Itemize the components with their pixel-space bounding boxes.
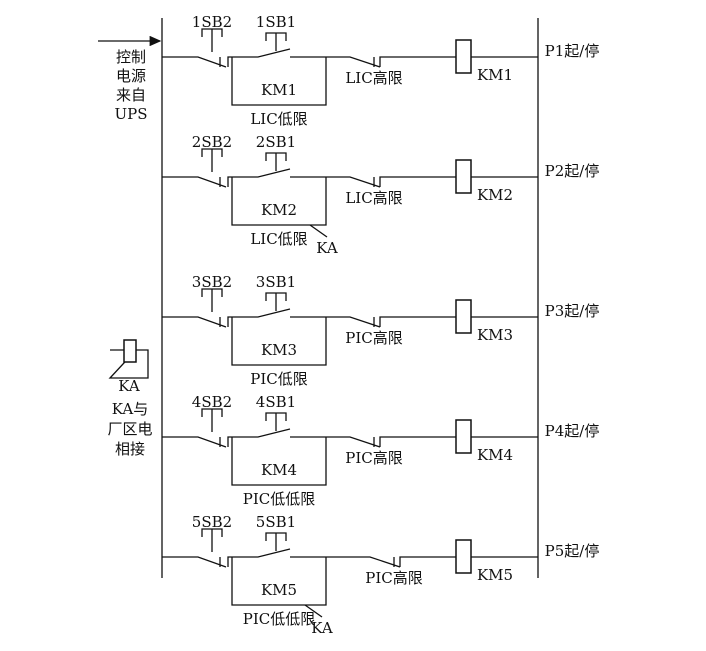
ka-relay-coil: KA bbox=[108, 339, 149, 395]
contactor-coil bbox=[455, 299, 472, 334]
stop-button-actuator bbox=[201, 288, 223, 312]
high-limit-label: PIC高限 bbox=[345, 449, 403, 467]
ka-note-line: 厂区电 bbox=[107, 420, 152, 438]
stop-button-contact bbox=[162, 316, 232, 328]
start-button-label: 2SB1 bbox=[256, 133, 296, 151]
ka-contact-label: KA bbox=[316, 239, 338, 257]
stop-button-actuator bbox=[201, 528, 223, 552]
high-limit-contact bbox=[326, 56, 456, 68]
stop-button-label: 5SB2 bbox=[192, 513, 232, 531]
holding-branch-wire bbox=[231, 317, 327, 366]
rung-function-label: P3起/停 bbox=[545, 302, 600, 320]
start-button-label: 4SB1 bbox=[256, 393, 296, 411]
start-button-contact bbox=[232, 48, 326, 58]
stop-button-actuator bbox=[201, 408, 223, 432]
ka-contact bbox=[304, 604, 323, 618]
ka-contact-label: KA bbox=[311, 619, 333, 637]
ka-note-line: 相接 bbox=[115, 440, 145, 458]
holding-branch-wire bbox=[231, 557, 327, 606]
stop-button-contact bbox=[162, 436, 232, 448]
contactor-coil bbox=[455, 39, 472, 74]
high-limit-label: LIC高限 bbox=[345, 69, 402, 87]
stop-button-label: 3SB2 bbox=[192, 273, 232, 291]
stop-button-actuator bbox=[201, 28, 223, 52]
contactor-coil-label: KM2 bbox=[477, 186, 513, 204]
ka-note-line: KA与 bbox=[112, 400, 148, 418]
ka-note-label: KA与 厂区电 相接 bbox=[107, 400, 152, 458]
high-limit-label: LIC高限 bbox=[345, 189, 402, 207]
stop-button-label: 4SB2 bbox=[192, 393, 232, 411]
rung-function-label: P2起/停 bbox=[545, 162, 600, 180]
contactor-coil bbox=[455, 159, 472, 194]
rung-function-label: P1起/停 bbox=[545, 42, 600, 60]
start-button-label: 5SB1 bbox=[256, 513, 296, 531]
stop-button-contact bbox=[162, 176, 232, 188]
high-limit-contact bbox=[326, 436, 456, 448]
holding-contact-label: KM5 bbox=[261, 581, 297, 599]
high-limit-contact bbox=[326, 316, 456, 328]
stop-button-contact bbox=[162, 556, 232, 568]
supply-label-line: 控制 bbox=[116, 48, 146, 66]
stop-button-label: 2SB2 bbox=[192, 133, 232, 151]
start-button-actuator bbox=[265, 532, 287, 551]
contactor-coil-label: KM3 bbox=[477, 326, 513, 344]
low-limit-label: LIC低限 bbox=[250, 110, 307, 128]
ka-contact bbox=[309, 224, 328, 238]
contactor-coil-label: KM1 bbox=[477, 66, 513, 84]
start-button-contact bbox=[232, 168, 326, 178]
supply-label-line: 来自 bbox=[116, 86, 146, 104]
holding-branch-wire bbox=[231, 437, 327, 486]
stop-button-label: 1SB2 bbox=[192, 13, 232, 31]
start-button-contact bbox=[232, 308, 326, 318]
high-limit-label: PIC高限 bbox=[345, 329, 403, 347]
low-limit-label: PIC低低限 bbox=[243, 610, 316, 628]
low-limit-label: PIC低限 bbox=[250, 370, 308, 388]
start-button-label: 3SB1 bbox=[256, 273, 296, 291]
holding-contact-label: KM4 bbox=[261, 461, 297, 479]
start-button-actuator bbox=[265, 32, 287, 51]
contactor-coil-label: KM4 bbox=[477, 446, 513, 464]
rung-function-label: P4起/停 bbox=[545, 422, 600, 440]
high-limit-label: PIC高限 bbox=[365, 569, 423, 587]
start-button-contact bbox=[232, 428, 326, 438]
ka-coil-label: KA bbox=[118, 377, 140, 395]
contactor-coil bbox=[455, 419, 472, 454]
contactor-coil bbox=[455, 539, 472, 574]
supply-label: 控制 电源 来自 UPS bbox=[114, 48, 147, 123]
high-limit-contact bbox=[326, 556, 456, 568]
low-limit-label: LIC低限 bbox=[250, 230, 307, 248]
holding-contact-label: KM2 bbox=[261, 201, 297, 219]
contactor-coil-label: KM5 bbox=[477, 566, 513, 584]
holding-contact-label: KM3 bbox=[261, 341, 297, 359]
start-button-contact bbox=[232, 548, 326, 558]
start-button-actuator bbox=[265, 152, 287, 171]
start-button-label: 1SB1 bbox=[256, 13, 296, 31]
holding-branch-wire bbox=[231, 57, 327, 106]
supply-label-line: UPS bbox=[114, 105, 147, 123]
holding-branch-wire bbox=[231, 177, 327, 226]
rung-function-label: P5起/停 bbox=[545, 542, 600, 560]
high-limit-contact bbox=[326, 176, 456, 188]
stop-button-contact bbox=[162, 56, 232, 68]
supply-label-line: 电源 bbox=[116, 67, 146, 85]
start-button-actuator bbox=[265, 292, 287, 311]
holding-contact-label: KM1 bbox=[261, 81, 297, 99]
low-limit-label: PIC低低限 bbox=[243, 490, 316, 508]
start-button-actuator bbox=[265, 412, 287, 431]
stop-button-actuator bbox=[201, 148, 223, 172]
